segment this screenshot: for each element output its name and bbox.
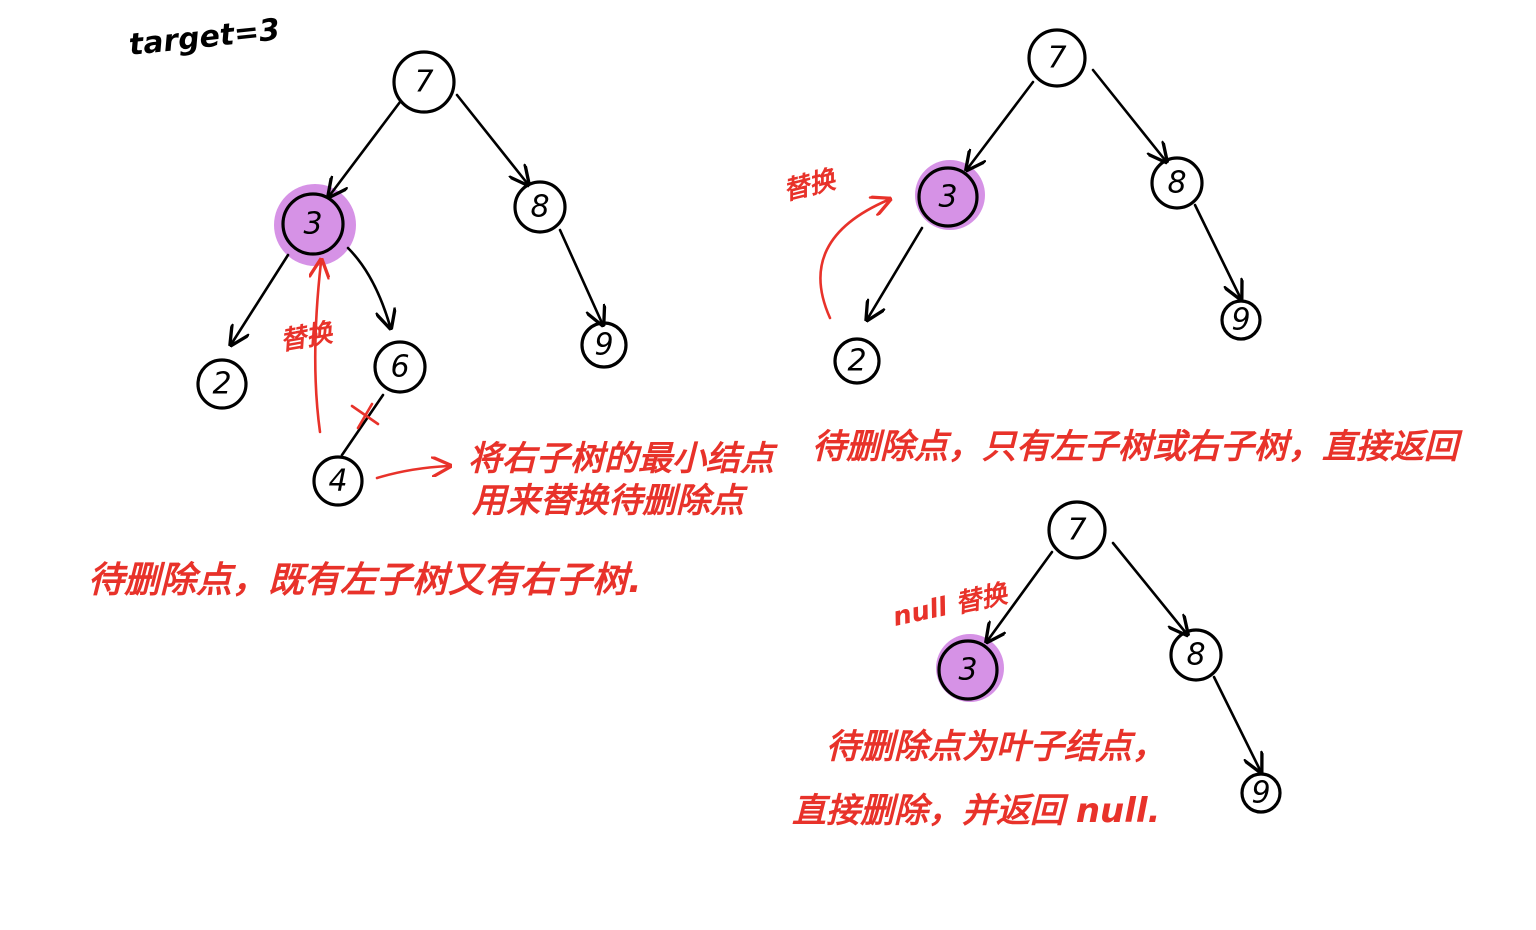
node-3 — [281, 192, 345, 256]
node-7 — [392, 50, 456, 114]
node-3 — [937, 639, 999, 701]
node-7-label: 7 — [414, 65, 433, 100]
node-4-label: 4 — [328, 464, 347, 499]
replace-arrow — [315, 262, 321, 434]
node-3-label: 3 — [938, 180, 957, 215]
caption-leaf-line2: 直接删除，并返回 null. — [792, 791, 1160, 831]
node-6 — [373, 340, 427, 394]
node-8-label: 8 — [1167, 166, 1186, 201]
edge-7-3 — [988, 550, 1054, 640]
node-3 — [917, 166, 979, 228]
edge-6-4 — [340, 393, 385, 457]
edge-7-8 — [1111, 541, 1186, 633]
replace-arrow — [819, 200, 888, 320]
node-7 — [1027, 28, 1087, 88]
node-9 — [1240, 772, 1282, 814]
caption-two-children: 待删除点，既有左子树又有右子树. — [88, 560, 642, 601]
successor-note-line2: 用来替换待删除点 — [471, 481, 748, 521]
node-8 — [513, 180, 567, 234]
node-3-label: 3 — [303, 207, 322, 242]
tree-leaf: 7 3 8 9 null 替换 待删除点为叶子结点， 直接删除，并返回 null… — [792, 500, 1282, 831]
edge-8-9 — [1212, 675, 1260, 770]
node-2 — [196, 358, 248, 410]
edge-7-8 — [1091, 68, 1165, 160]
target-label: target=3 — [127, 12, 281, 63]
replace-label: 替换 — [780, 165, 840, 207]
node-3-label: 3 — [958, 653, 977, 688]
node-7-label: 7 — [1047, 41, 1066, 76]
node-7-label: 7 — [1067, 513, 1086, 548]
node-2 — [833, 337, 881, 385]
node-9-label: 9 — [1231, 303, 1250, 338]
edge-7-3 — [968, 80, 1035, 168]
node-8-label: 8 — [1186, 638, 1205, 673]
node-2-label: 2 — [847, 344, 866, 379]
edge-8-9 — [558, 228, 602, 323]
edge-3-2 — [868, 226, 924, 318]
node-8-label: 8 — [530, 190, 549, 225]
edge-8-9 — [1193, 203, 1240, 297]
node-8 — [1169, 628, 1223, 682]
node-7 — [1047, 500, 1107, 560]
caption-one-child: 待删除点，只有左子树或右子树，直接返回 — [812, 427, 1463, 467]
edge-7-8 — [455, 93, 527, 183]
edge-3-2 — [232, 253, 290, 343]
edge-3-6 — [346, 246, 390, 326]
successor-note-line1: 将右子树的最小结点 — [468, 439, 778, 479]
node-4 — [312, 455, 364, 507]
node-2-label: 2 — [212, 367, 231, 402]
successor-arrow — [375, 466, 448, 480]
cut-mark — [350, 402, 380, 430]
node-6-label: 6 — [390, 350, 409, 385]
node-8 — [1150, 156, 1204, 210]
tree-one-child: 7 3 8 2 9 替换 待删除点，只有左子树或右子树，直接返回 — [780, 28, 1463, 467]
tree-two-children: 7 3 8 2 6 9 4 替换 将右子树的最小结点 用来替换待删除点 待删除点… — [88, 50, 778, 601]
null-replace-label: null 替换 — [890, 579, 1012, 633]
replace-label: 替换 — [278, 318, 336, 357]
highlight-blob-3 — [936, 634, 1004, 702]
node-9 — [580, 321, 628, 369]
caption-leaf-line1: 待删除点为叶子结点， — [826, 727, 1166, 767]
node-9-label: 9 — [1251, 776, 1270, 811]
node-9-label: 9 — [594, 328, 613, 363]
edge-7-3 — [330, 100, 402, 195]
node-9 — [1220, 299, 1262, 341]
